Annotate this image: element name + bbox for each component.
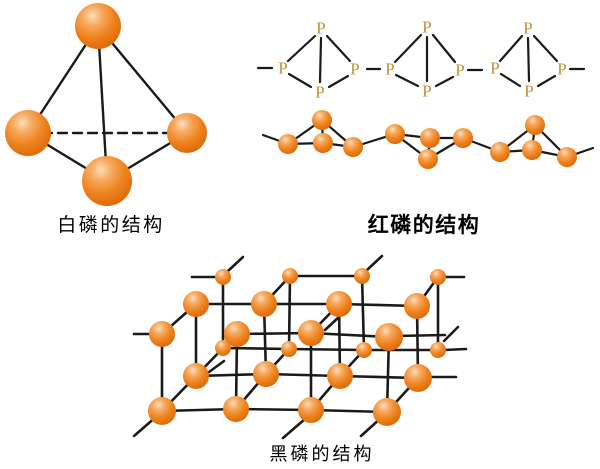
- bond: [323, 315, 341, 332]
- bond: [286, 34, 317, 63]
- phosphorus-atom: [149, 321, 175, 347]
- bond: [365, 254, 384, 272]
- bond: [536, 74, 557, 88]
- phosphorus-atom: [223, 396, 249, 422]
- phosphorus-atom: [148, 397, 176, 425]
- phosphorus-atom: [75, 3, 121, 49]
- white-phosphorus-label: 白磷的结构: [57, 215, 165, 236]
- bond: [221, 346, 291, 351]
- bond: [442, 347, 468, 352]
- phosphorus-atom: [373, 398, 401, 426]
- bond: [393, 33, 423, 64]
- phosphorus-atom: [404, 364, 432, 392]
- phosphorus-atom: [525, 115, 545, 135]
- phosphorus-atom: [490, 142, 510, 162]
- bond: [337, 302, 419, 308]
- phosphorus-symbol: P: [524, 82, 533, 101]
- bond: [394, 73, 420, 88]
- phosphorus-atom: [5, 110, 51, 156]
- phosphorus-atom: [522, 140, 542, 160]
- bond: [287, 347, 366, 352]
- phosphorus-symbol: P: [523, 19, 532, 38]
- bond: [226, 255, 245, 273]
- phosphorus-symbol: P: [422, 82, 431, 101]
- phosphorus-atom: [404, 293, 430, 319]
- phosphorus-symbol: P: [455, 61, 464, 80]
- bond: [207, 359, 226, 374]
- phosphorus-atom: [281, 341, 297, 357]
- phosphorus-atom: [430, 342, 446, 358]
- bond: [360, 274, 366, 352]
- phosphorus-symbol: P: [557, 60, 566, 79]
- phosphorus-atom: [215, 340, 231, 356]
- phosphorus-atom: [298, 397, 324, 423]
- phosphorus-atom: [343, 137, 363, 157]
- phosphorus-atom: [82, 156, 132, 206]
- phosphorus-atom: [356, 342, 372, 358]
- bond: [526, 36, 531, 83]
- phosphorus-symbol: P: [278, 59, 287, 78]
- red-phosphorus-label: 红磷的结构: [367, 214, 481, 237]
- bond: [498, 34, 524, 63]
- black-phosphorus-label: 黑磷的结构: [269, 444, 375, 464]
- phosphorus-symbol: P: [350, 60, 359, 79]
- phosphorus-atom: [278, 134, 298, 154]
- phosphorus-atom: [430, 269, 446, 285]
- bond: [287, 72, 313, 89]
- bond: [96, 24, 189, 135]
- phosphorus-symbol: P: [422, 18, 431, 37]
- phosphorus-symbol: P: [315, 83, 324, 102]
- phosphorus-atom: [385, 124, 405, 144]
- phosphorus-atom: [215, 269, 231, 285]
- phosphorus-atom: [253, 361, 279, 387]
- phosphorus-atom: [224, 321, 250, 347]
- phosphorus-atom: [557, 147, 577, 167]
- phosphorus-atom: [282, 268, 298, 284]
- bond: [281, 417, 307, 440]
- bond: [431, 33, 457, 64]
- phosphorus-atom: [453, 128, 473, 148]
- phosphorus-atom: [354, 268, 370, 284]
- black-phosphorus-structure: [132, 254, 468, 440]
- bond: [532, 34, 559, 63]
- phosphorus-atom: [183, 291, 209, 317]
- bond: [442, 325, 460, 343]
- phosphorus-atom: [418, 149, 438, 169]
- phosphorus-atom: [312, 110, 332, 130]
- bond: [393, 333, 447, 338]
- red-phosphorus-structure: P P P P P P P P P P P P: [256, 18, 595, 169]
- phosphorus-atom: [167, 113, 207, 153]
- phosphorus-atom: [420, 128, 440, 148]
- phosphorus-atom: [183, 363, 209, 389]
- bond: [318, 36, 323, 84]
- phosphorus-symbol: P: [385, 60, 394, 79]
- bond: [499, 72, 522, 88]
- phosphorus-atom: [298, 320, 324, 346]
- phosphorus-atom: [313, 133, 333, 153]
- phosphorus-atom: [326, 291, 352, 317]
- bond: [434, 75, 455, 88]
- bond: [96, 24, 109, 183]
- white-phosphorus-structure: [5, 3, 207, 206]
- phosphorus-atom: [251, 291, 277, 317]
- phosphorus-symbol: P: [316, 19, 325, 38]
- phosphorus-symbol: P: [490, 59, 499, 78]
- phosphorus-atom: [327, 363, 353, 389]
- bond: [325, 34, 352, 63]
- bond: [287, 274, 292, 351]
- phosphorus-atom: [375, 323, 403, 351]
- bond: [327, 74, 350, 89]
